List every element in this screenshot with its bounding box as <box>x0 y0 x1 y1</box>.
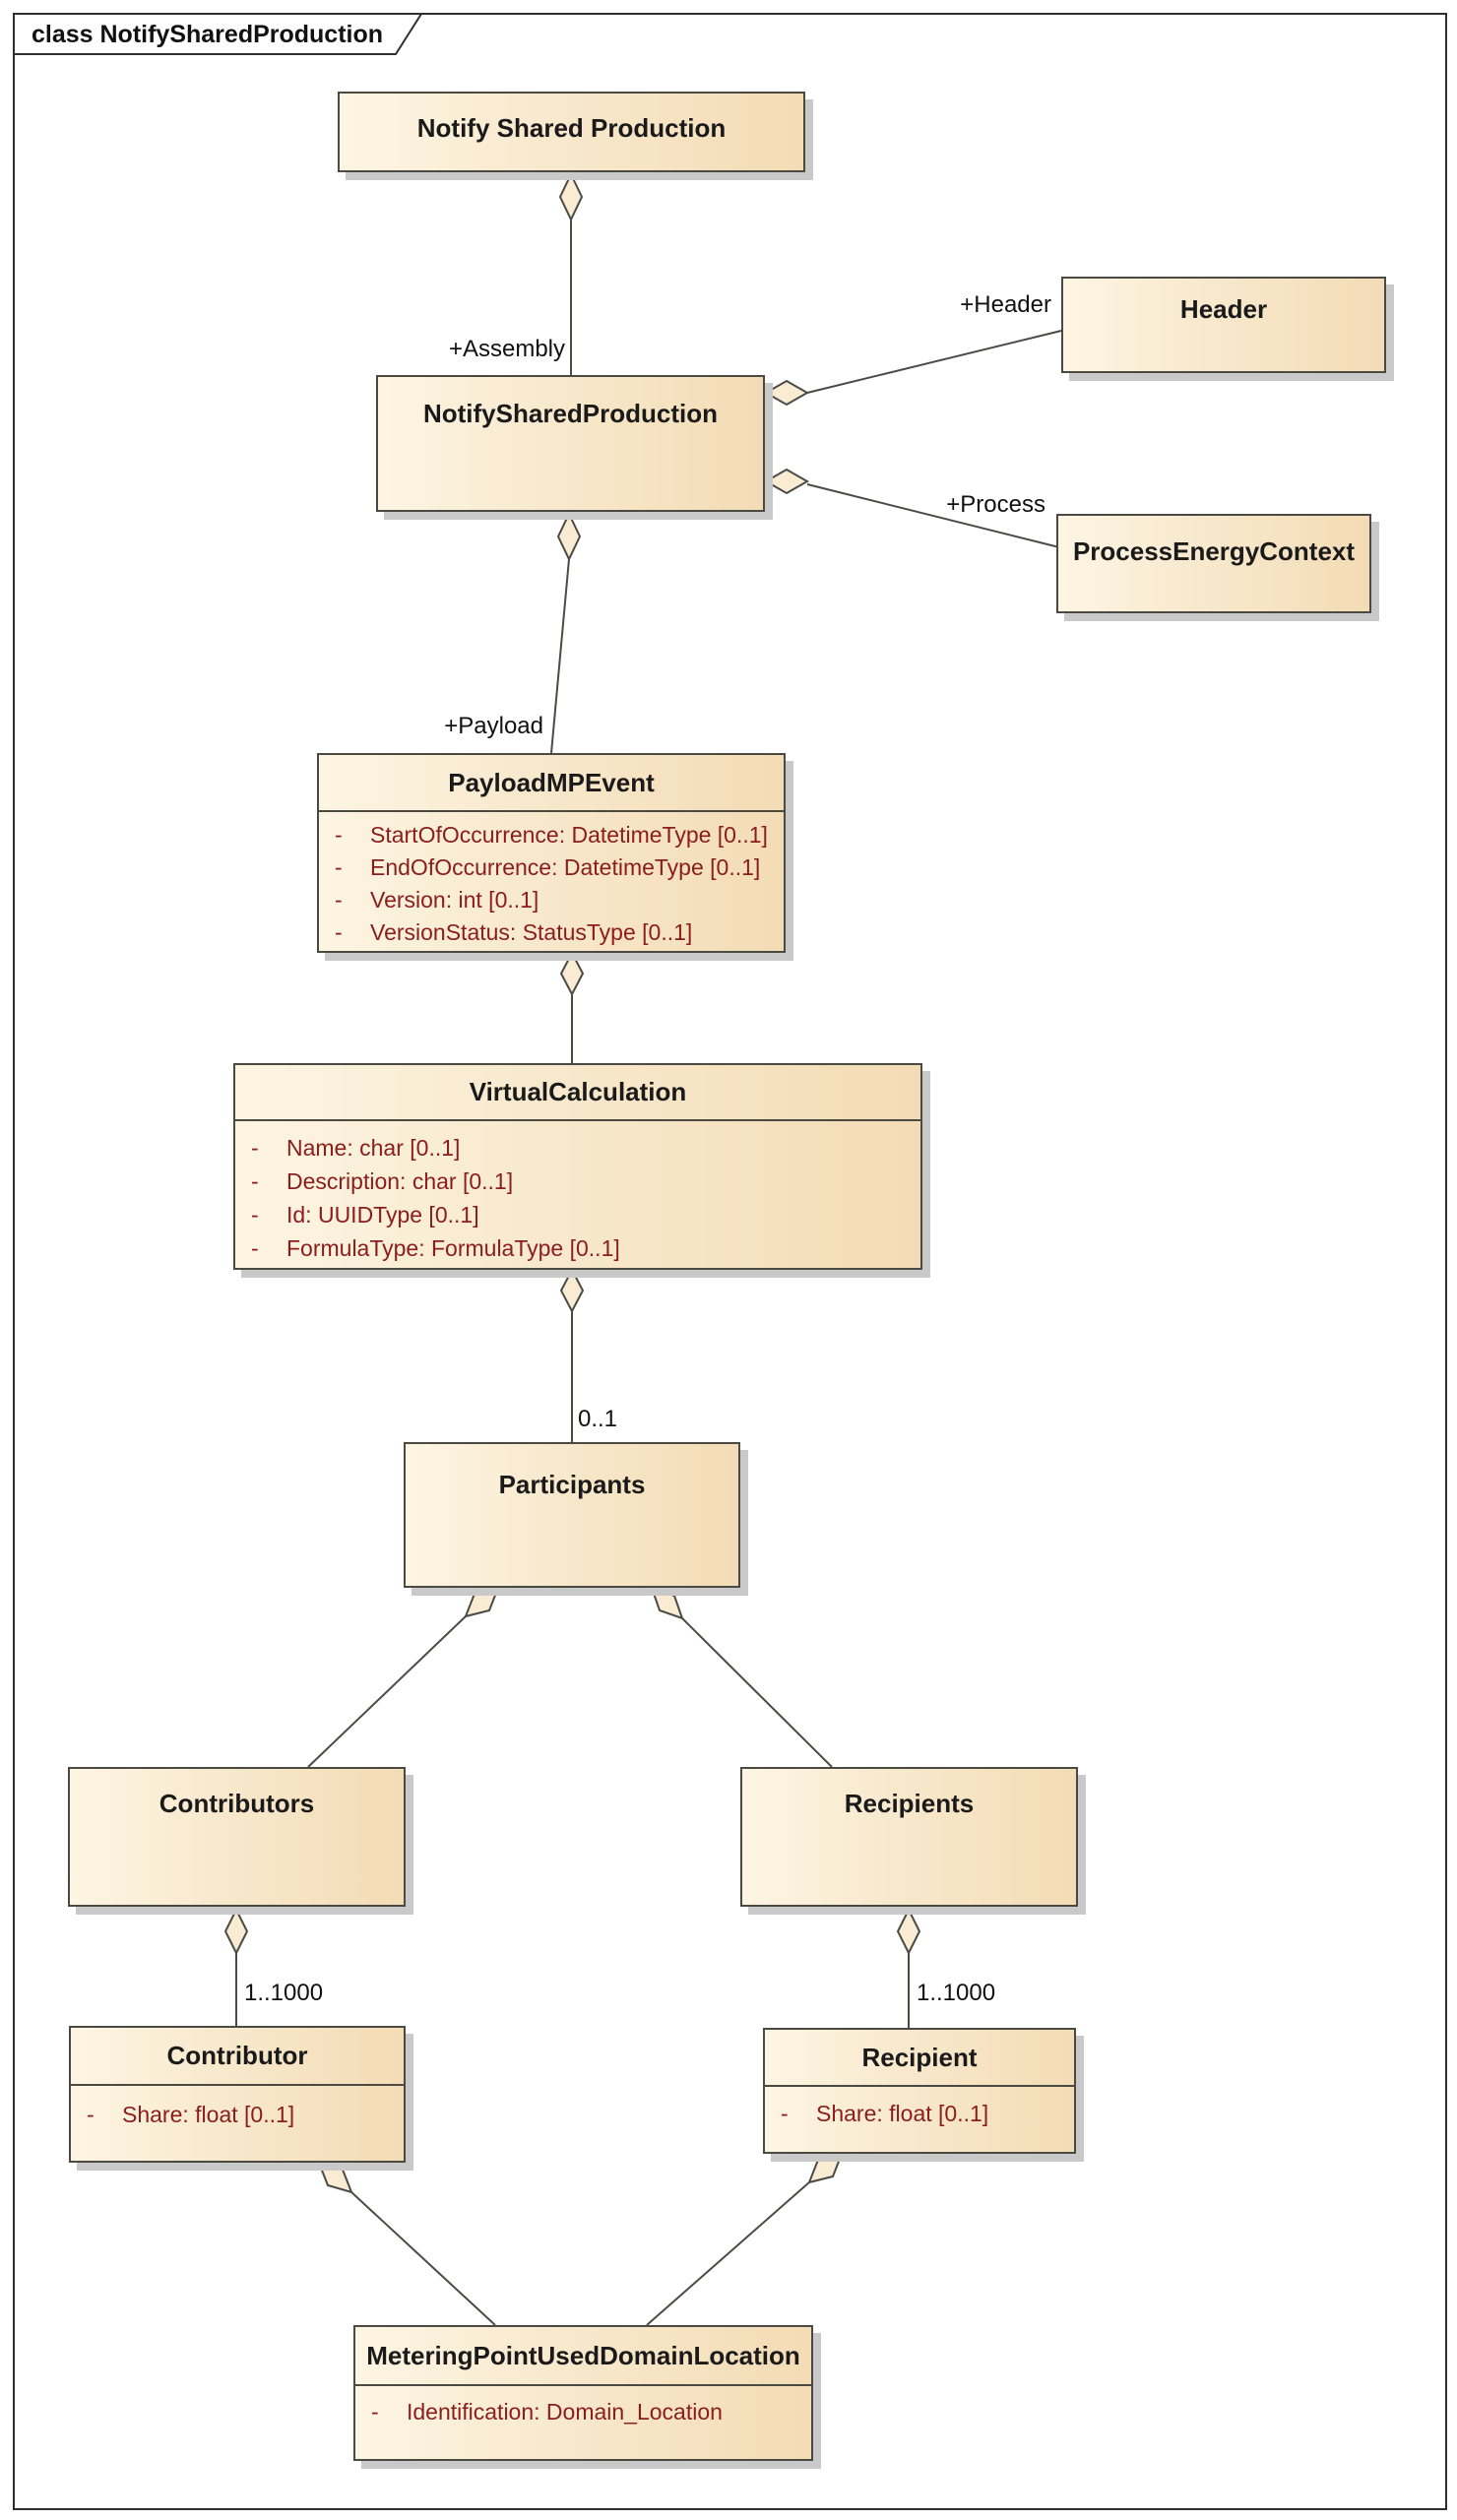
attribute-visibility: - <box>335 887 343 913</box>
class-title: Contributors <box>158 1789 315 1818</box>
attribute-text: StartOfOccurrence: DatetimeType [0..1] <box>370 822 768 848</box>
attribute-row: - EndOfOccurrence: DatetimeType [0..1] <box>319 851 784 884</box>
attribute-text: Description: char [0..1] <box>286 1168 514 1194</box>
multiplicity-label-participants: 0..1 <box>578 1406 618 1432</box>
attribute-visibility: - <box>251 1168 259 1194</box>
attribute-text: VersionStatus: StatusType [0..1] <box>370 919 693 945</box>
class-box-virtualcalculation[interactable]: VirtualCalculation - Name: char [0..1] - D… <box>233 1063 922 1270</box>
attribute-visibility: - <box>335 919 343 945</box>
class-title: Recipient <box>765 2030 1074 2087</box>
attribute-text: Version: int [0..1] <box>370 887 539 913</box>
attribute-row: - Version: int [0..1] <box>319 884 784 916</box>
aggregation-diamond <box>807 2152 844 2184</box>
multiplicity-label-recipient: 1..1000 <box>917 1980 996 2006</box>
aggregation-diamond <box>896 1907 921 1956</box>
attribute-text: Share: float [0..1] <box>816 2101 989 2126</box>
attribute-text: Share: float [0..1] <box>122 2102 295 2127</box>
class-title: PayloadMPEvent <box>319 755 784 812</box>
class-title: Notify Shared Production <box>416 113 727 143</box>
class-box-header[interactable]: Header <box>1061 277 1386 373</box>
attribute-row: - Name: char [0..1] <box>235 1131 920 1165</box>
attribute-row: - Description: char [0..1] <box>235 1165 920 1198</box>
attribute-visibility: - <box>781 2101 789 2126</box>
frame-tab <box>13 13 423 55</box>
aggregation-diamond <box>464 1586 500 1618</box>
attribute-visibility: - <box>251 1235 259 1261</box>
attribute-text: FormulaType: FormulaType [0..1] <box>286 1235 620 1261</box>
class-box-recipients[interactable]: Recipients <box>740 1767 1078 1907</box>
attribute-visibility: - <box>87 2102 95 2127</box>
attribute-row: - StartOfOccurrence: DatetimeType [0..1] <box>319 819 784 851</box>
aggregation-diamond <box>763 379 810 407</box>
connector-payload[interactable] <box>550 558 570 754</box>
class-box-notify-shared-production[interactable]: Notify Shared Production <box>338 92 805 172</box>
attribute-visibility: - <box>335 822 343 848</box>
connector-recipients[interactable] <box>681 1617 833 1768</box>
attribute-row: - Identification: Domain_Location <box>355 2396 811 2427</box>
attribute-row: - Share: float [0..1] <box>765 2098 1074 2129</box>
class-title: ProcessEnergyContext <box>1072 536 1356 566</box>
role-label-process: +Process <box>946 491 1045 518</box>
role-label-header: +Header <box>960 291 1051 318</box>
class-title: VirtualCalculation <box>235 1065 920 1121</box>
attribute-text: Id: UUIDType [0..1] <box>286 1202 479 1228</box>
attribute-visibility: - <box>371 2399 379 2425</box>
aggregation-diamond <box>559 950 585 997</box>
connector-recipient-location[interactable] <box>646 2181 810 2326</box>
role-label-payload: +Payload <box>444 713 543 739</box>
diagram-title: class NotifySharedProduction <box>32 21 384 48</box>
attribute-text: Name: char [0..1] <box>286 1135 461 1161</box>
attribute-text: Identification: Domain_Location <box>407 2399 723 2425</box>
class-box-recipient[interactable]: Recipient - Share: float [0..1] <box>763 2028 1076 2154</box>
multiplicity-label-contributor: 1..1000 <box>244 1980 324 2006</box>
class-box-meteringpointuseddomainlocation[interactable]: MeteringPointUsedDomainLocation - Identif… <box>353 2325 813 2461</box>
aggregation-diamond <box>223 1907 249 1956</box>
class-title: Participants <box>498 1470 646 1499</box>
aggregation-diamond <box>763 468 810 495</box>
attribute-row: - VersionStatus: StatusType [0..1] <box>319 916 784 949</box>
attribute-row: - FormulaType: FormulaType [0..1] <box>235 1231 920 1265</box>
class-box-processenergycontext[interactable]: ProcessEnergyContext <box>1056 514 1371 613</box>
class-title: Contributor <box>71 2028 404 2086</box>
aggregation-diamond <box>650 1586 684 1620</box>
class-box-payloadmpevent[interactable]: PayloadMPEvent - StartOfOccurrence: Datet… <box>317 753 786 953</box>
attribute-visibility: - <box>251 1135 259 1161</box>
attribute-visibility: - <box>335 854 343 880</box>
role-label-assembly: +Assembly <box>448 336 565 362</box>
aggregation-diamond <box>559 1267 585 1314</box>
aggregation-diamond <box>558 171 584 222</box>
attribute-text: EndOfOccurrence: DatetimeType [0..1] <box>370 854 761 880</box>
attribute-visibility: - <box>251 1202 259 1228</box>
aggregation-diamond <box>556 511 582 562</box>
attribute-row: - Share: float [0..1] <box>71 2099 404 2130</box>
class-title: Header <box>1179 294 1268 324</box>
class-box-notifysharedproduction[interactable]: NotifySharedProduction <box>376 375 765 512</box>
class-box-contributors[interactable]: Contributors <box>68 1767 406 1907</box>
class-box-contributor[interactable]: Contributor - Share: float [0..1] <box>69 2026 406 2163</box>
class-box-participants[interactable]: Participants <box>404 1442 740 1588</box>
connector-contributor-location[interactable] <box>350 2191 496 2326</box>
connector-header[interactable] <box>806 330 1062 394</box>
attribute-row: - Id: UUIDType [0..1] <box>235 1198 920 1231</box>
connector-contributors[interactable] <box>307 1615 467 1768</box>
class-title: MeteringPointUsedDomainLocation <box>355 2327 811 2386</box>
connector-process[interactable] <box>806 483 1060 548</box>
aggregation-diamond <box>317 2161 353 2194</box>
class-title: Recipients <box>844 1789 975 1818</box>
class-title: NotifySharedProduction <box>422 399 718 428</box>
